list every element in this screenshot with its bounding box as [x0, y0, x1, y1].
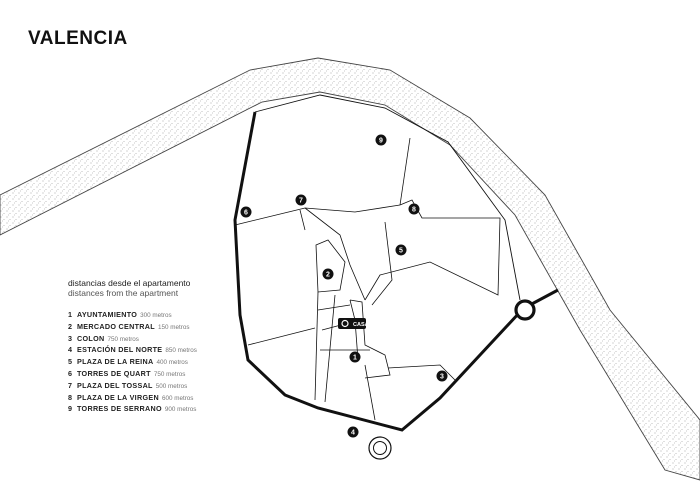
marker-2[interactable]: 2 [322, 268, 334, 280]
marker-7-label: 7 [299, 198, 303, 205]
marker-8[interactable]: 8 [408, 203, 420, 215]
marker-3-label: 3 [440, 374, 444, 381]
marker-9-label: 9 [379, 138, 383, 145]
marker-4-label: 4 [351, 430, 355, 437]
home-marker: CASA [338, 318, 369, 329]
legend-item-number: 7 [68, 380, 72, 390]
legend-item-number: 6 [68, 368, 72, 378]
legend-item-distance: 750 metros [107, 335, 139, 343]
distance-legend: distancias desde el apartamento distance… [68, 278, 197, 416]
legend-item-name: MERCADO CENTRAL [77, 321, 155, 331]
landmark-markers: 1 2 3 4 5 6 7 8 [240, 134, 448, 438]
legend-item-number: 1 [68, 310, 72, 319]
legend-item-name: AYUNTAMIENTO [77, 310, 138, 319]
marker-7[interactable]: 7 [295, 194, 307, 206]
marker-6-label: 6 [244, 210, 248, 217]
legend-item-distance: 300 metros [140, 312, 172, 319]
turia-riverbed [0, 57, 700, 481]
marker-4[interactable]: 4 [347, 426, 359, 438]
south-roundabout [368, 436, 392, 460]
street-network [234, 137, 501, 421]
legend-item-number: 9 [68, 404, 72, 414]
legend-item-name: COLON [77, 333, 105, 343]
legend-item-name: TORRES DE QUART [77, 368, 151, 378]
legend-item-distance: 750 metros [153, 370, 186, 378]
marker-3[interactable]: 3 [436, 370, 448, 382]
legend-item-distance: 500 metros [155, 382, 188, 390]
legend-item-number: 3 [68, 333, 72, 343]
marker-2-label: 2 [326, 272, 330, 279]
marker-8-label: 8 [412, 207, 416, 214]
marker-5[interactable]: 5 [395, 244, 407, 256]
east-roundabout [514, 299, 536, 321]
legend-item-number: 8 [68, 392, 72, 402]
legend-item-number: 4 [68, 345, 72, 355]
marker-1[interactable]: 1 [349, 351, 361, 363]
legend-item-distance: 600 metros [161, 394, 194, 402]
marker-9[interactable]: 9 [375, 134, 387, 146]
legend-item-number: 5 [68, 357, 72, 367]
legend-item-distance: 400 metros [156, 359, 188, 367]
old-town-ring-road [233, 111, 522, 432]
city-title: VALENCIA [28, 28, 128, 49]
legend-item-distance: 150 metros [157, 323, 190, 331]
legend-item-name: PLAZA DEL TOSSAL [77, 380, 153, 390]
legend-subheading: distances from the apartment [68, 288, 179, 298]
marker-6[interactable]: 6 [240, 206, 252, 218]
home-label: CASA [353, 322, 369, 328]
legend-heading: distancias desde el apartamento [68, 278, 191, 288]
legend-item-name: PLAZA DE LA VIRGEN [77, 392, 159, 402]
legend-item-name: ESTACIÓN DEL NORTE [77, 345, 163, 355]
legend-item-distance: 850 metros [165, 347, 197, 355]
marker-5-label: 5 [399, 248, 403, 255]
legend-item-number: 2 [68, 321, 72, 331]
legend-item-distance: 900 metros [164, 406, 197, 414]
marker-1-label: 1 [353, 355, 357, 362]
legend-item-name: TORRES DE SERRANO [77, 404, 162, 414]
inner-ring-road [254, 94, 521, 301]
legend-item-name: PLAZA DE LA REINA [77, 357, 154, 367]
